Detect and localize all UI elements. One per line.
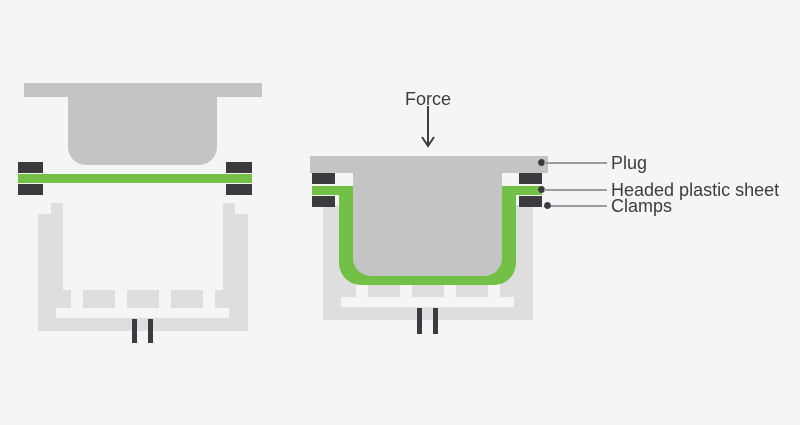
vent-slot xyxy=(203,290,215,308)
mold-lip-left xyxy=(51,203,63,214)
vacuum-channel xyxy=(56,308,229,318)
heated-plastic-sheet xyxy=(18,174,252,183)
vacuum-channel xyxy=(341,297,514,307)
clamps-label: Clamps xyxy=(611,196,673,216)
leader-line-sheet xyxy=(544,189,607,191)
mold-lip-right xyxy=(223,203,235,214)
plug-flange xyxy=(24,83,262,97)
clamp-bottom-left xyxy=(312,196,335,207)
leader-dot-sheet xyxy=(538,186,545,193)
plug-body xyxy=(353,173,502,276)
force-label: Force xyxy=(404,89,451,109)
leader-dot-plug xyxy=(538,159,545,166)
vacuum-pipe xyxy=(132,319,137,343)
clamp-bottom-right xyxy=(519,196,542,207)
clamp-top-right xyxy=(519,173,542,184)
clamp-bottom-right xyxy=(226,184,252,195)
leader-dot-clamps xyxy=(544,202,551,209)
sheet-strip-left xyxy=(312,186,353,195)
vacuum-pipe xyxy=(433,308,438,334)
plug-flange xyxy=(310,156,548,173)
vacuum-pipe xyxy=(148,319,153,343)
force-arrow-icon xyxy=(421,106,435,148)
plug-label: Plug xyxy=(611,153,648,173)
clamp-top-left xyxy=(312,173,335,184)
vacuum-pipe xyxy=(417,308,422,334)
leader-line-clamps xyxy=(551,205,607,207)
sheet-strip-right xyxy=(502,186,542,195)
clamp-top-left xyxy=(18,162,43,173)
clamp-top-right xyxy=(226,162,252,173)
vent-slot xyxy=(71,290,83,308)
leader-line-plug xyxy=(544,162,607,164)
plug-body xyxy=(68,97,217,165)
mold-cavity xyxy=(63,196,223,290)
vent-slot xyxy=(115,290,127,308)
vent-slot xyxy=(159,290,171,308)
clamp-bottom-left xyxy=(18,184,43,195)
sheet-label: Headed plastic sheet xyxy=(611,180,780,200)
